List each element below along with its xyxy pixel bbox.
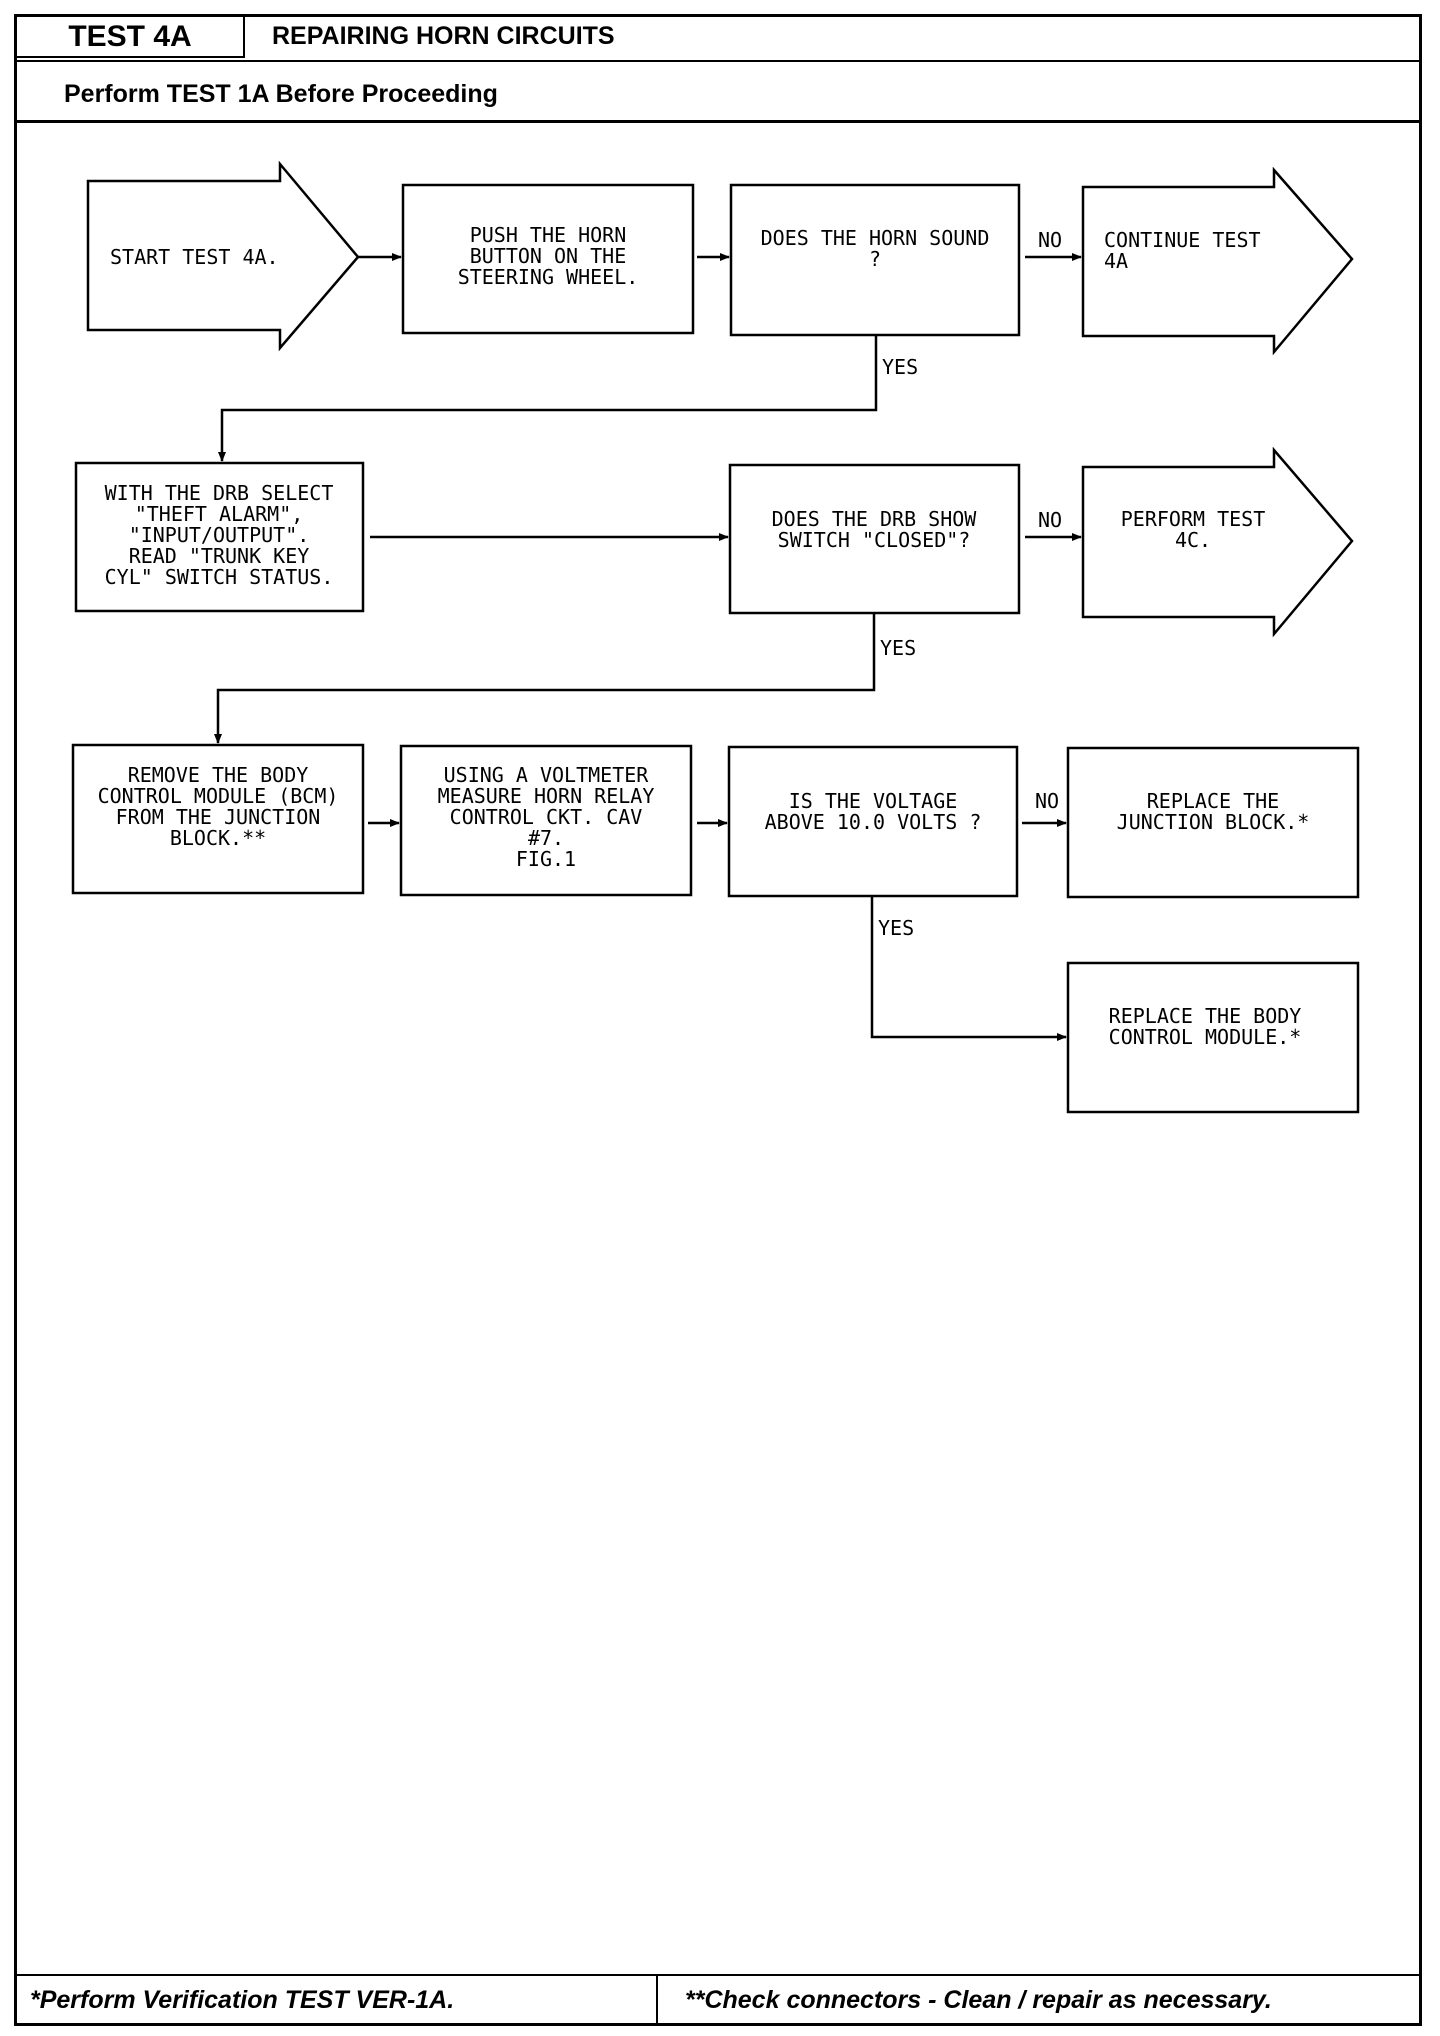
continue-test-arrow-shape [1081, 166, 1354, 356]
push-horn-text-line-1: PUSH THE HORN [470, 223, 627, 247]
horn-sound-question-text-line-1: DOES THE HORN SOUND [761, 226, 990, 250]
test-title: REPAIRING HORN CIRCUITS [272, 22, 615, 50]
closed-yes-label: YES [880, 636, 916, 660]
drb-select-text-line-4: READ "TRUNK KEY [129, 544, 310, 568]
header-rule [14, 60, 1422, 62]
voltage-no-label: NO [1035, 789, 1059, 813]
header: TEST 4A REPAIRING HORN CIRCUITS [14, 14, 1422, 60]
push-horn-text-line-3: STEERING WHEEL. [458, 265, 639, 289]
drb-select-text: WITH THE DRB SELECT"THEFT ALARM","INPUT/… [105, 481, 334, 589]
connector-closed-yes [214, 613, 876, 744]
connector-voltage-yes [870, 896, 1067, 1041]
horn-no-label: NO [1038, 228, 1062, 252]
drb-select-text-line-2: "THEFT ALARM", [135, 502, 304, 526]
perform-test-text-line-1: PERFORM TEST [1121, 507, 1266, 531]
replace-junction-text-line-1: REPLACE THE [1147, 789, 1279, 813]
start-arrow-shape [86, 160, 360, 352]
drb-select-text-line-5: CYL" SWITCH STATUS. [105, 565, 334, 589]
voltmeter-box [399, 744, 693, 897]
voltage-yes-label: YES [878, 916, 914, 940]
remove-bcm-text-line-2: CONTROL MODULE (BCM) [98, 784, 339, 808]
perform-test-text-line-2: 4C. [1175, 528, 1211, 552]
replace-junction-text-line-2: JUNCTION BLOCK.* [1117, 810, 1310, 834]
closed-no-label: NO [1038, 508, 1062, 532]
start-text-line-1: START TEST 4A. [110, 245, 279, 269]
horn-yes-label: YES [882, 355, 918, 379]
page-frame [14, 14, 1422, 2026]
replace-junction-box [1066, 746, 1360, 899]
prerequisite-rule [14, 120, 1422, 123]
remove-bcm-text-line-4: BLOCK.** [170, 826, 266, 850]
test-id: TEST 4A [17, 17, 245, 58]
replace-bcm-text-line-1: REPLACE THE BODY [1109, 1004, 1302, 1028]
replace-bcm-box [1066, 961, 1360, 1114]
prerequisite-note: Perform TEST 1A Before Proceeding [64, 80, 498, 108]
footer-divider [656, 1974, 658, 2026]
horn-sound-question-text: DOES THE HORN SOUND? [761, 226, 990, 271]
drb-select-box [74, 461, 365, 613]
drb-closed-question-text-line-2: SWITCH "CLOSED"? [778, 528, 971, 552]
replace-bcm-text-line-2: CONTROL MODULE.* [1109, 1025, 1302, 1049]
voltage-question-text-line-2: ABOVE 10.0 VOLTS ? [765, 810, 982, 834]
voltmeter-text-line-3: CONTROL CKT. CAV [450, 805, 643, 829]
remove-bcm-text-line-1: REMOVE THE BODY [128, 763, 309, 787]
voltmeter-text-line-2: MEASURE HORN RELAY [438, 784, 655, 808]
remove-bcm-text-line-3: FROM THE JUNCTION [116, 805, 321, 829]
drb-select-text-line-1: WITH THE DRB SELECT [105, 481, 334, 505]
voltmeter-text-line-4: #7. [528, 826, 564, 850]
perform-test-arrow-shape [1081, 446, 1354, 638]
voltmeter-text-line-5: FIG.1 [516, 847, 576, 871]
horn-sound-question-text-line-2: ? [869, 247, 881, 271]
continue-test-text-line-2: 4A [1104, 249, 1128, 273]
continue-test-text-line-1: CONTINUE TEST [1104, 228, 1261, 252]
push-horn-text-line-2: BUTTON ON THE [470, 244, 627, 268]
footer-rule [14, 1974, 1422, 1976]
push-horn-box [401, 183, 695, 335]
footer-note-verification: *Perform Verification TEST VER-1A. [30, 1986, 455, 2014]
voltmeter-text-line-1: USING A VOLTMETER [444, 763, 650, 787]
drb-select-text-line-3: "INPUT/OUTPUT". [129, 523, 310, 547]
remove-bcm-box [71, 743, 365, 895]
drb-closed-question-text-line-1: DOES THE DRB SHOW [772, 507, 978, 531]
voltage-question-text-line-1: IS THE VOLTAGE [789, 789, 958, 813]
footer-note-connectors: **Check connectors - Clean / repair as n… [685, 1986, 1272, 2014]
start-text: START TEST 4A. [110, 245, 279, 269]
connector-horn-yes [218, 335, 878, 462]
